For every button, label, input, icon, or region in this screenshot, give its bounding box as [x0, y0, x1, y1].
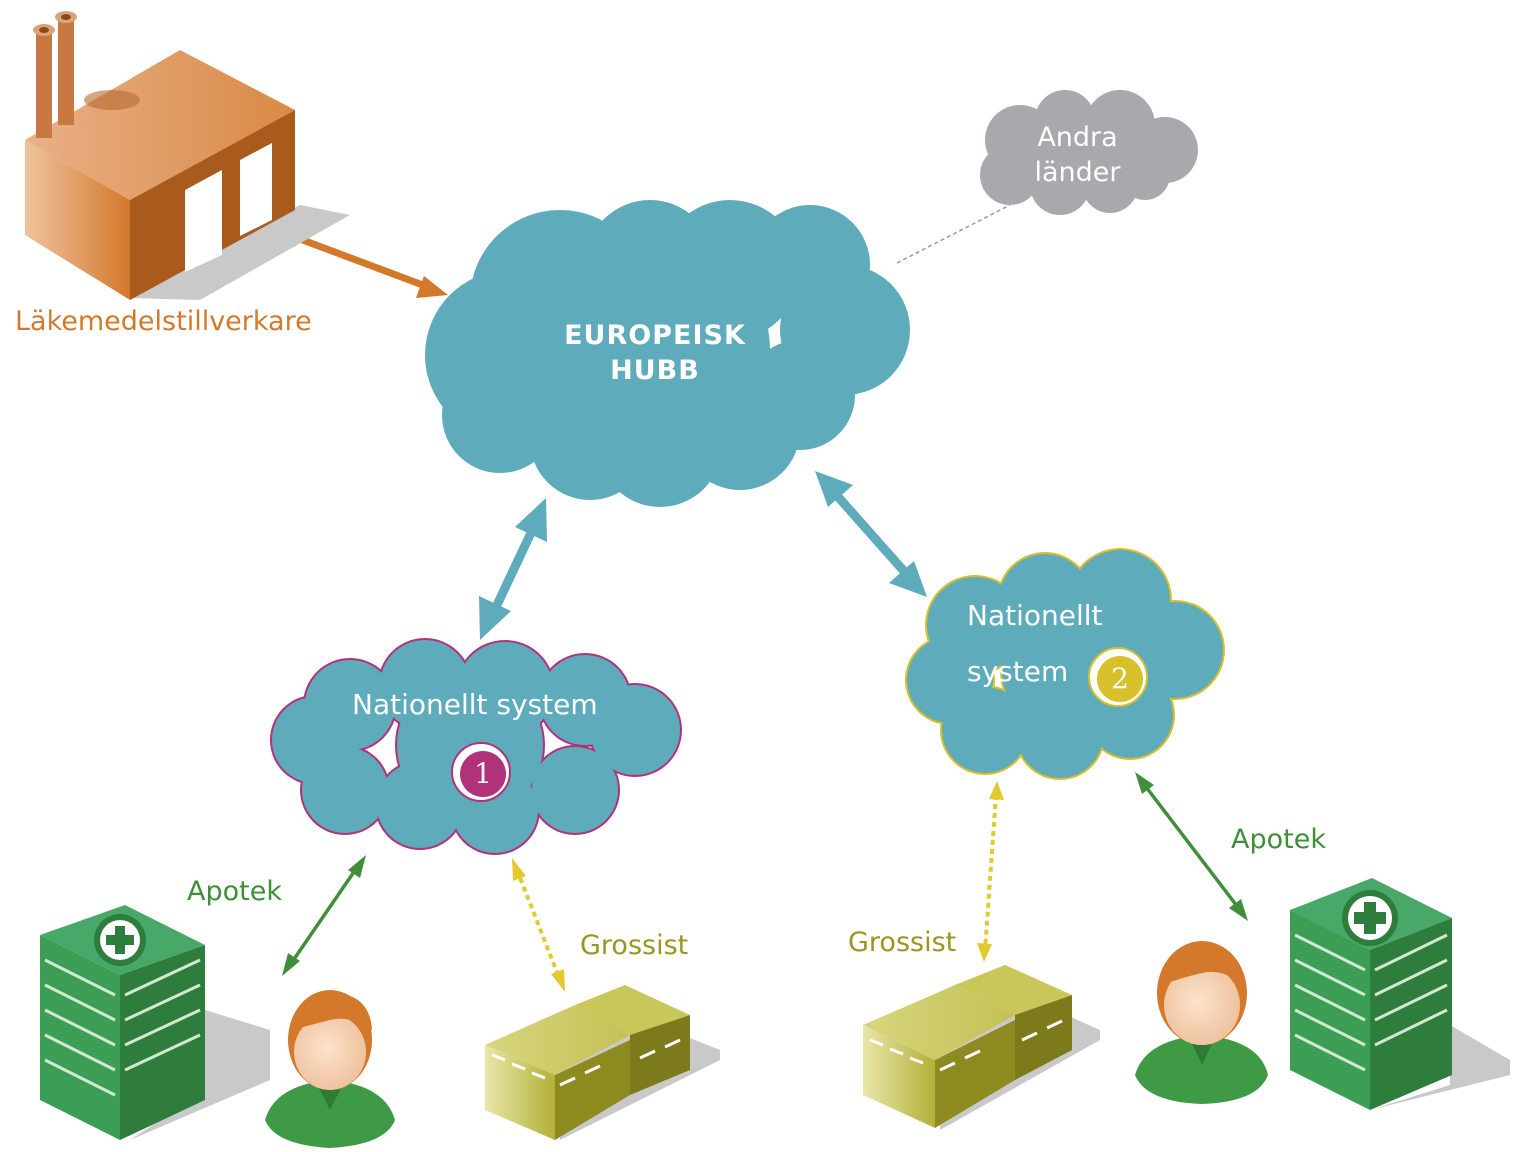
pharmacy-label-left: Apotek [187, 876, 282, 907]
other-countries-line1: Andra [1037, 122, 1118, 153]
arrow-national1-pharmacy [282, 855, 366, 976]
other-countries-label: Andra länder [1000, 120, 1155, 190]
hospital-icon [1290, 878, 1510, 1110]
arrow-hub-national2 [815, 471, 927, 597]
arrow-hub-national1 [479, 498, 547, 640]
hub-cloud-icon [425, 200, 910, 507]
badge-2-number: 2 [1097, 656, 1143, 702]
other-countries-line2: länder [1034, 157, 1121, 189]
national-system-2-label-line2: system [967, 655, 1069, 688]
national-system-1-label: Nationellt system [352, 688, 598, 721]
person-icon [265, 990, 395, 1148]
other-countries-cloud-icon [980, 90, 1198, 215]
national-system-1-badge: 1 [451, 742, 511, 802]
hub-label-line2: HUBB [610, 355, 700, 387]
national-system-2-label-line1: Nationellt [967, 599, 1103, 632]
arrow-national2-wholesaler [977, 781, 1004, 962]
wholesaler-label-right: Grossist [848, 927, 957, 958]
badge-1-number: 1 [460, 751, 506, 797]
wholesaler-label-left: Grossist [580, 930, 689, 961]
person-icon [1135, 941, 1268, 1104]
hospital-icon [40, 905, 270, 1140]
factory-icon [25, 11, 350, 300]
hub-label-line1: EUROPEISK [564, 320, 746, 351]
manufacturer-label: Läkemedelstillverkare [15, 306, 312, 337]
warehouse-icon [863, 965, 1100, 1130]
national-system-2-cloud-icon [905, 548, 1225, 780]
warehouse-icon [485, 985, 720, 1140]
national-system-2-badge: 2 [1088, 647, 1148, 707]
arrow-national1-wholesaler [512, 858, 565, 992]
hub-label: EUROPEISK HUBB [520, 318, 790, 388]
national-system-1-cloud-icon [270, 638, 682, 855]
connector-hub-other [896, 204, 1011, 264]
pharmacy-label-right: Apotek [1231, 824, 1326, 855]
arrow-national2-pharmacy [1135, 772, 1248, 921]
